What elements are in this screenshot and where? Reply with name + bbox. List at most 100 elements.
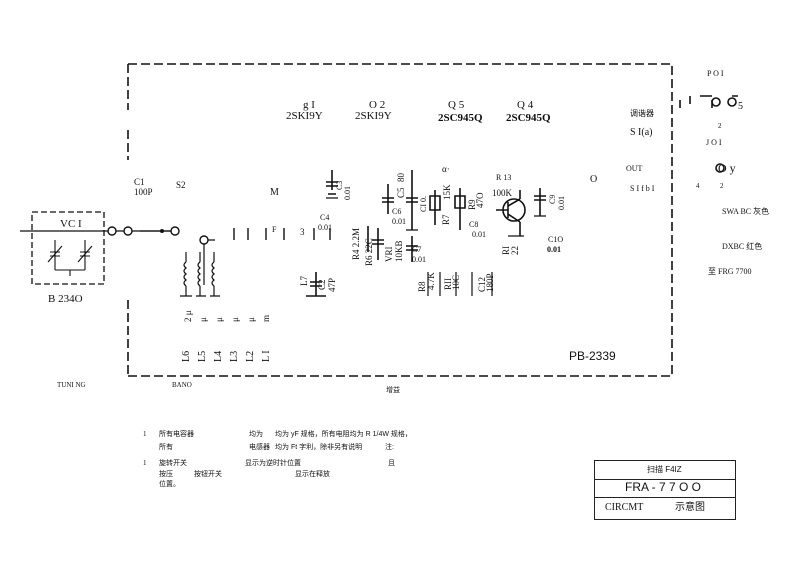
r13-label: R 13 <box>496 173 512 182</box>
c6-value: 0.01 <box>392 217 406 226</box>
note2-f: 显示在释放 <box>295 471 330 478</box>
note2-d: 按压 <box>159 471 173 478</box>
pin-2b: 2 <box>720 182 724 190</box>
note1-b: 均为 <box>249 431 263 438</box>
pin-4: 4 <box>696 182 700 190</box>
title-block: 扫描 F4IZ FRA - 7 7 O O CIRCMT 示意图 <box>594 460 736 520</box>
c8-label: C8 <box>469 220 479 229</box>
c6-label: C6 <box>392 207 402 216</box>
coil-value-1: 2 μ <box>183 310 193 322</box>
c1-value: 100P <box>134 187 153 197</box>
m-label: M <box>270 187 279 198</box>
note1-d: 所有 <box>159 444 173 451</box>
r8-value: 4.7K <box>426 272 436 290</box>
c8-value: 0.01 <box>472 230 486 239</box>
title-model: FRA - 7 7 O O <box>625 480 702 494</box>
r9-value: 47O <box>475 192 485 209</box>
c3-value: 0.01 <box>343 186 352 200</box>
coil-label-l6: L6 <box>181 350 192 362</box>
q5-ref: Q 5 <box>448 99 465 111</box>
f-mark: F <box>272 225 277 234</box>
gain-label: 增益 <box>386 387 400 394</box>
r1-value: 22 <box>510 246 520 255</box>
c12-value: 180P <box>485 273 495 292</box>
jo1-label: J O I <box>706 138 722 147</box>
po1-label: P O I <box>707 69 724 78</box>
q4-part: 2SC945Q <box>506 112 551 124</box>
c7-value: 0.01 <box>412 255 426 264</box>
r13-value: 100K <box>492 188 512 198</box>
c2-value: 47P <box>327 277 337 292</box>
coil-label-l3: L3 <box>229 350 240 362</box>
b2340-label: B 234O <box>48 293 83 305</box>
c1-label: C1 <box>134 177 145 187</box>
oy-label: O y <box>718 161 736 175</box>
c4-value: 0.01 <box>318 223 332 232</box>
note1-number: 1 <box>143 430 147 438</box>
vr1-label: VRI <box>384 246 394 263</box>
note1-a: 所有电容器 <box>159 431 194 438</box>
o-marker: O <box>590 174 598 185</box>
to-frg-label: 至 FRG 7700 <box>708 267 752 276</box>
c10-value: 0.01 <box>547 245 561 254</box>
out-label: OUT <box>626 164 643 173</box>
c5b-label: CI 0. <box>419 196 428 212</box>
note2-a: 旋转开关 <box>159 460 187 467</box>
swa-bc-label: SWA BC 灰色 <box>722 207 770 216</box>
coil-value-6: m <box>261 314 271 322</box>
r4-label: R4 2.2M <box>351 227 361 260</box>
s1b-label: S I f b I <box>630 184 655 193</box>
note1-c: 均为 yF 规格，所有电阻均为 R 1/4W 规格， <box>275 431 412 438</box>
pin-2a: 2 <box>718 122 722 130</box>
c7-label: C7 <box>412 245 422 254</box>
r6-label: R6 22C <box>364 238 374 266</box>
r7-label: R7 <box>441 214 451 225</box>
s2-label: S2 <box>176 180 186 190</box>
c4-label: C4 <box>320 213 330 222</box>
coil-value-4: μ <box>230 317 240 322</box>
c9-value: 0.01 <box>557 196 566 210</box>
note2-e: 按钮开关 <box>194 471 222 478</box>
coil-label-l1: L I <box>261 350 272 362</box>
vc1-label: VC I <box>60 218 82 230</box>
coil-label-l4: L4 <box>213 350 224 362</box>
title-circuit: CIRCMT <box>605 502 644 513</box>
note1-e: 电感器 <box>249 444 270 451</box>
q4-ref: Q 4 <box>517 99 534 111</box>
coil-label-l2: L2 <box>245 350 256 362</box>
tuner-label: 调谐器 <box>630 109 654 118</box>
title-schematic: 示意图 <box>675 502 705 513</box>
note1-f: 均为 Ft 字利，除非另有说明 <box>275 444 363 451</box>
note2-c: 且 <box>388 460 395 467</box>
q2-part: 2SKI9Y <box>355 110 392 122</box>
note2-g: 位置。 <box>159 481 180 488</box>
c5-label: C5 <box>396 187 406 198</box>
q1-part: 2SKI9Y <box>286 110 323 122</box>
title-scan: 扫描 F4IZ <box>647 465 682 474</box>
q1-ref: g I <box>303 99 315 111</box>
tuning-label: TUNI NG <box>57 381 86 389</box>
vr1-value: 10KB <box>394 240 404 262</box>
q2-ref: O 2 <box>369 99 386 111</box>
l7-label: L7 <box>299 276 309 286</box>
c10-label: C1O <box>548 235 564 244</box>
board-id: PB-2339 <box>569 349 616 363</box>
s1-3-mark: 3 <box>300 227 305 237</box>
dxbc-label: DXBC 红色 <box>722 242 763 251</box>
r11-value: 10C <box>451 274 461 290</box>
coil-value-3: μ <box>214 317 224 322</box>
note2-b: 显示为逆时针位置 <box>245 460 301 467</box>
note1-g: 注: <box>385 444 394 451</box>
coil-label-l5: L5 <box>197 350 208 362</box>
c5-value: 80 <box>396 173 406 182</box>
coil-value-5: μ <box>246 317 256 322</box>
alpha-mark: α· <box>442 164 450 174</box>
q5-part: 2SC945Q <box>438 112 483 124</box>
c2-label: C2 <box>317 279 327 290</box>
r7-value: 15K <box>442 184 452 201</box>
pin-5: 5 <box>738 101 743 112</box>
coil-value-2: μ <box>198 317 208 322</box>
note2-number: 1 <box>143 459 147 467</box>
c9-label: C9 <box>548 194 557 204</box>
